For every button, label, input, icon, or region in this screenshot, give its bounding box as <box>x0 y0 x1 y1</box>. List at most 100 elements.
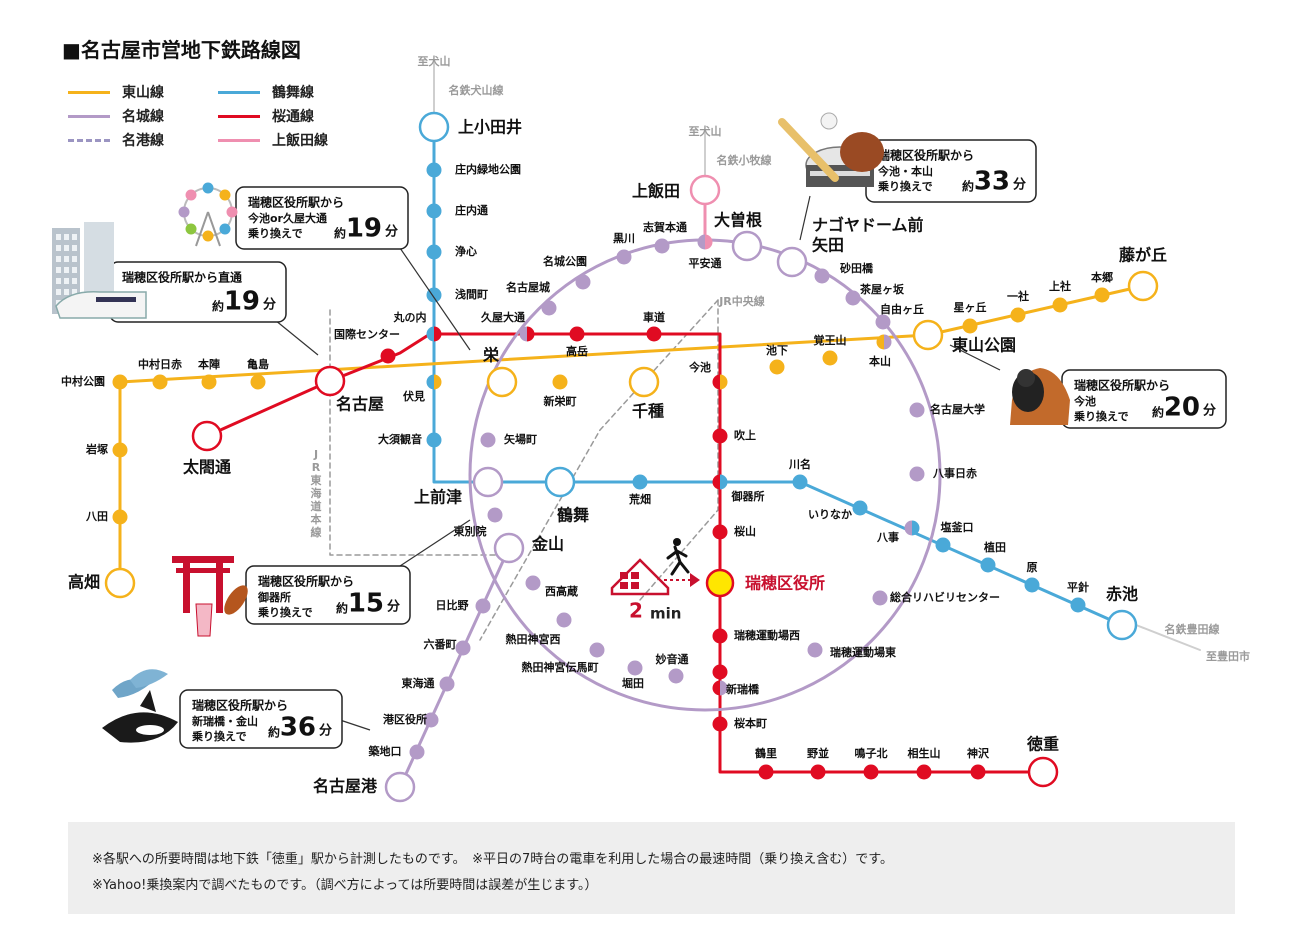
station-label-nonami: 野並 <box>807 746 829 760</box>
station-nagoyajo <box>541 300 557 316</box>
note-2: ※Yahoo!乗換案内で調べたものです。（調べ方によっては所要時間は誤差が生じま… <box>92 878 598 893</box>
callout-prefix: 約 <box>212 299 224 314</box>
station-label-kokusaicenter: 国際センター <box>334 327 400 341</box>
callout-line1: 瑞穂区役所駅から <box>878 148 974 163</box>
legend-item: 東山線 <box>68 82 164 102</box>
station-jiyugaoka <box>875 314 891 330</box>
transfer-gokisho <box>712 474 728 490</box>
station-hongo <box>1094 287 1110 303</box>
station-label-horita: 堀田 <box>622 676 644 690</box>
station-yabacho <box>480 432 496 448</box>
legend-swatch <box>218 90 260 94</box>
station-arahata <box>632 474 648 490</box>
note-1: ※各駅への所要時間は地下鉄「徳重」駅から計測したものです。 ※平日の7時台の電車… <box>92 852 893 867</box>
walker-icon <box>673 538 681 546</box>
station-label-fushimi: 伏見 <box>403 389 425 403</box>
station-tsurusato <box>758 764 774 780</box>
station-label-kurumamichi: 車道 <box>643 310 665 324</box>
station-label-takaoka: 高岳 <box>566 344 588 358</box>
baseball-glove-icon <box>840 132 884 172</box>
station-narukokita <box>863 764 879 780</box>
station-label-hibino: 日比野 <box>436 598 469 612</box>
station-myoondori <box>668 668 684 684</box>
station-nonami <box>810 764 826 780</box>
station-label-yagoto: 八事 <box>876 530 899 544</box>
callout-leader <box>949 344 1001 371</box>
station-fukiage <box>712 428 728 444</box>
callout-minutes: 20 <box>1164 393 1200 423</box>
station-label-mizuhoundojohigashi: 瑞穂運動場東 <box>830 645 897 659</box>
label-nagoyadomemae: ナゴヤドーム前 <box>812 216 924 235</box>
station-label-sakurayama: 桜山 <box>734 524 756 538</box>
station-minatokuyakusho <box>423 712 439 728</box>
callout-line2: 今池 <box>1073 394 1096 408</box>
terminal-akaike <box>1106 609 1138 641</box>
station-aioiyama <box>916 764 932 780</box>
station-label-shiganehondori: 志賀本通 <box>643 220 687 234</box>
terminal-fujigaoka <box>1127 270 1159 302</box>
label-tokushige: 徳重 <box>1026 735 1059 754</box>
transfer-heiandori <box>697 234 713 250</box>
terminal-takabata <box>104 567 136 599</box>
label-to-inuyama-1: 至犬山 <box>418 54 451 68</box>
gorilla-icon <box>1010 368 1070 425</box>
orca-icon <box>102 690 178 743</box>
station-kamisawa <box>970 764 986 780</box>
callout-box <box>235 186 409 250</box>
callout-prefix: 約 <box>334 226 346 241</box>
station-label-nagoyadaigaku: 名古屋大学 <box>930 402 985 416</box>
callout-leader <box>339 719 371 731</box>
walk-icon <box>610 538 700 596</box>
station-label-tsukijiguchi: 築地口 <box>368 744 402 758</box>
station-meijokoen <box>575 274 591 290</box>
callout-line1: 瑞穂区役所駅から直通 <box>122 270 242 285</box>
station-label-arahata: 荒畑 <box>628 492 651 506</box>
label-nagoyako: 名古屋港 <box>313 777 378 796</box>
station-label-motoyama: 本山 <box>869 354 891 368</box>
transfer-motoyama <box>876 334 892 350</box>
transfer-hisayaodori <box>519 326 535 342</box>
callout-minutes: 19 <box>346 214 382 244</box>
walk-time-unit: min <box>650 605 681 623</box>
legend-swatch <box>218 114 260 118</box>
legend-label: 東山線 <box>122 85 164 101</box>
station-label-heiandori: 平安通 <box>689 256 722 270</box>
station-hara <box>1024 577 1040 593</box>
callout-higashiyama: 瑞穂区役所駅から今池乗り換えで分20約 <box>949 344 1227 429</box>
station-hirabari <box>1070 597 1086 613</box>
callout-line1: 瑞穂区役所駅から <box>248 195 344 210</box>
label-fujigaoka: 藤が丘 <box>1119 246 1167 265</box>
station-kakuozan <box>822 350 838 366</box>
legend: ■名古屋市営地下鉄路線図 東山線鶴舞線名城線桜通線名港線上飯田線 <box>62 34 328 149</box>
callout-dome: 瑞穂区役所駅から今池・本山乗り換えで分33約 <box>799 139 1037 241</box>
hub-chikusa <box>628 366 660 398</box>
label-jr-tokaido-char: 本 <box>311 512 322 526</box>
station-mizuhokuyakusho-marker <box>705 568 735 598</box>
station-rokubancho <box>455 640 471 656</box>
label-taikodori: 太閤通 <box>182 458 231 477</box>
station-sakuramotomachi <box>712 716 728 732</box>
station-label-sogorihabiri: 総合リハビリセンター <box>890 590 1000 604</box>
station-nagoyadaigaku <box>909 402 925 418</box>
station-label-shonaidori: 庄内通 <box>455 203 488 217</box>
station-tohokudori <box>439 676 455 692</box>
callout-leader <box>399 247 471 351</box>
station-aratamabashi <box>712 664 728 680</box>
station-mizuhoundojohigashi <box>807 642 823 658</box>
label-akaike: 赤池 <box>1106 585 1138 604</box>
callout-leader <box>399 519 471 567</box>
station-hoshigaoka <box>962 318 978 334</box>
legend-item: 名城線 <box>68 106 164 126</box>
callout-unit: 分 <box>319 723 332 739</box>
terminal-kamiiida <box>689 174 721 206</box>
station-label-hongo: 本郷 <box>1091 270 1113 284</box>
station-kurumamichi <box>646 326 662 342</box>
station-yagotonisseki <box>909 466 925 482</box>
label-higashiyamakoen: 東山公園 <box>952 336 1016 355</box>
callout-line3: 乗り換えで <box>258 605 313 619</box>
dolphin-icon-2 <box>130 669 168 688</box>
map-title: ■名古屋市営地下鉄路線図 <box>62 38 301 62</box>
callout-leader <box>799 195 811 241</box>
label-meitetsu-komaki: 名鉄小牧線 <box>717 153 772 167</box>
station-label-chayagasaka: 茶屋ヶ坂 <box>859 282 905 296</box>
